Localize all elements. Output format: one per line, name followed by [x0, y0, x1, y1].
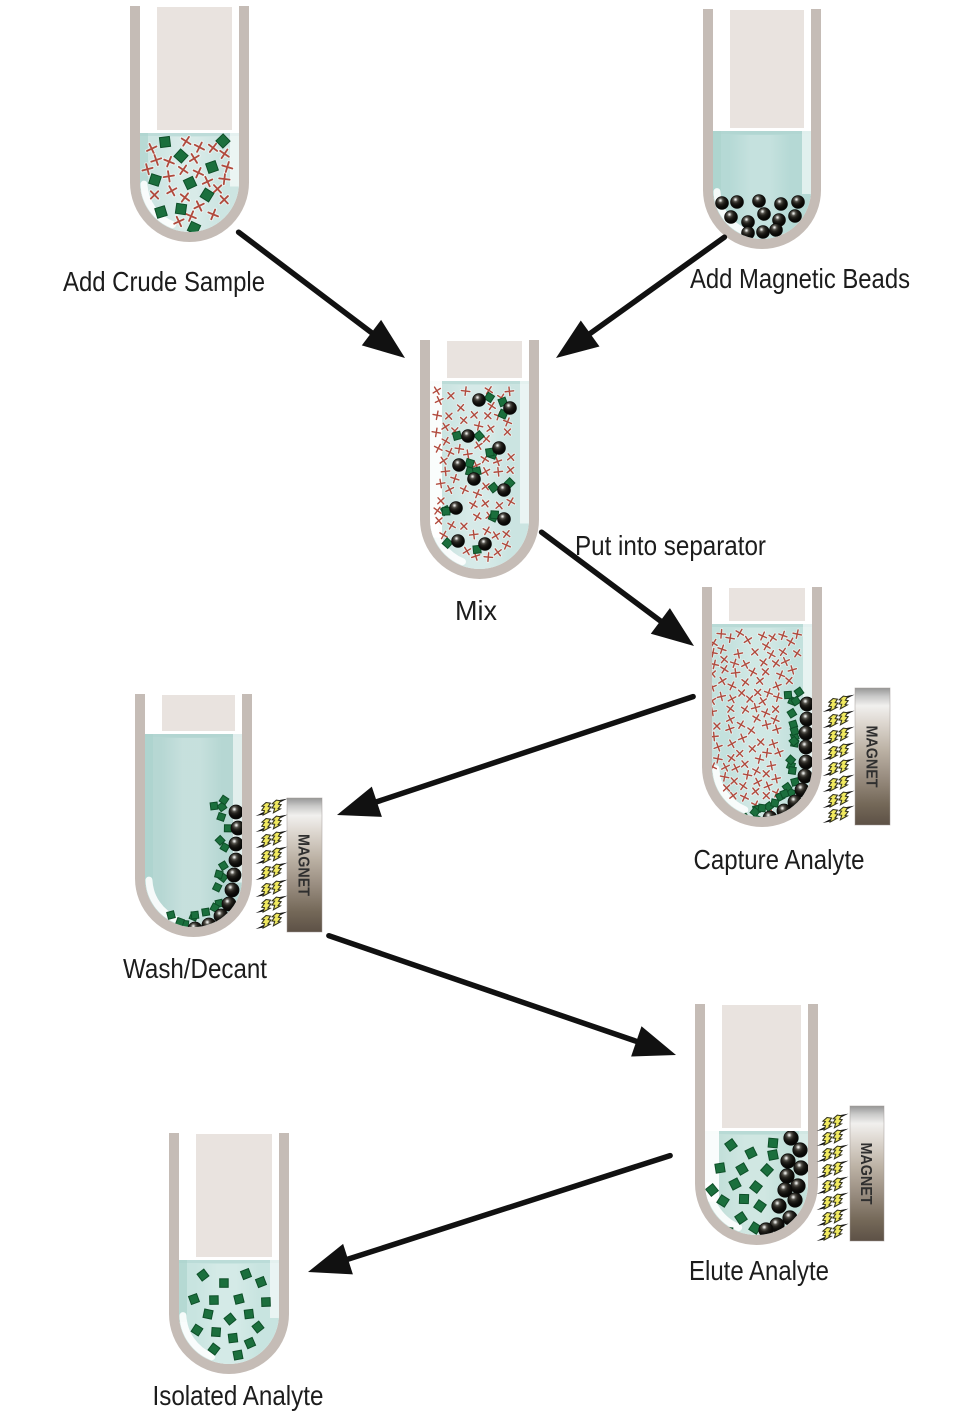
svg-text:Wash/Decant: Wash/Decant — [123, 953, 267, 984]
svg-text:MAGNET: MAGNET — [295, 834, 312, 896]
svg-text:Capture Analyte: Capture Analyte — [694, 844, 865, 875]
svg-text:Elute Analyte: Elute Analyte — [689, 1255, 829, 1286]
svg-text:MAGNET: MAGNET — [863, 726, 880, 788]
svg-text:Put into separator: Put into separator — [575, 530, 766, 561]
svg-text:Isolated Analyte: Isolated Analyte — [153, 1380, 324, 1411]
svg-text:MAGNET: MAGNET — [857, 1143, 874, 1205]
svg-text:Add Crude Sample: Add Crude Sample — [63, 266, 265, 297]
svg-text:Mix: Mix — [455, 595, 497, 626]
svg-text:Add Magnetic Beads: Add Magnetic Beads — [690, 263, 910, 294]
